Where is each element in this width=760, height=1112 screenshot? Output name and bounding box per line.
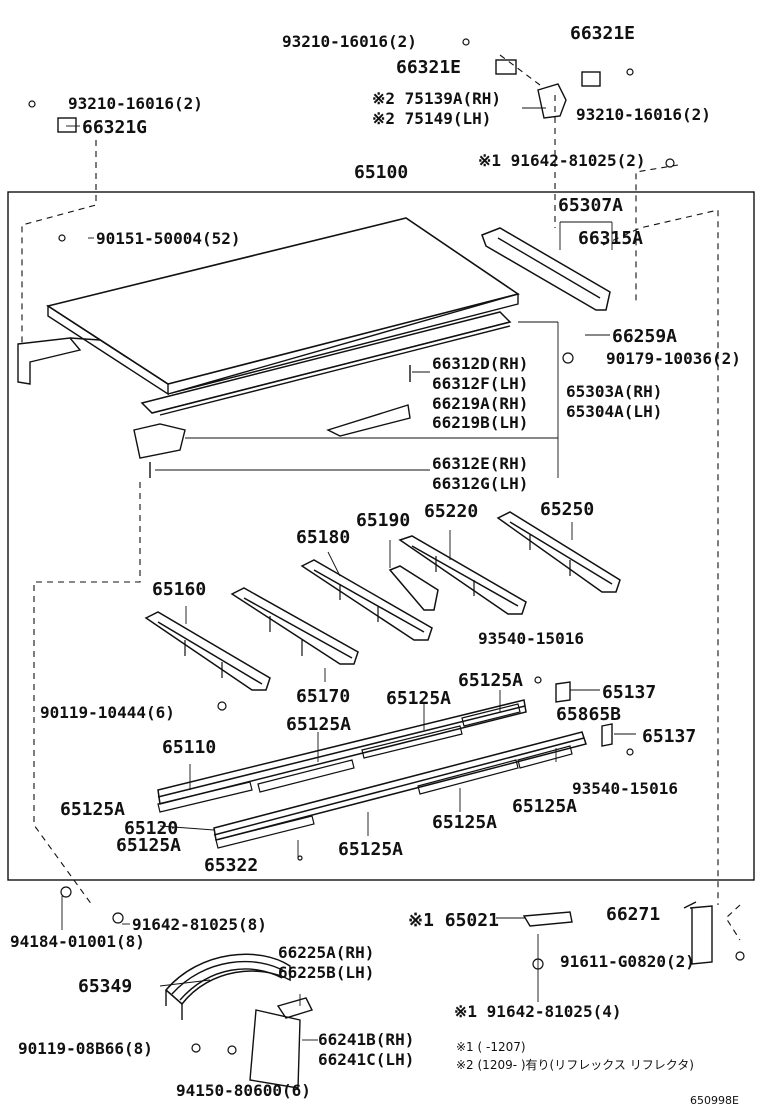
label-93540-15016-a: 93540-15016 <box>478 629 584 648</box>
label-91642-81025-2: ※1 91642-81025(2) <box>478 151 646 170</box>
label-66241C: 66241C(LH) <box>318 1050 415 1069</box>
label-66225B: 66225B(LH) <box>278 963 375 982</box>
label-66259A: 66259A <box>612 326 678 347</box>
label-65125A-6: 65125A <box>432 812 498 833</box>
label-65180: 65180 <box>296 527 351 548</box>
label-65137-2: 65137 <box>642 726 697 747</box>
label-66219A: 66219A(RH) <box>432 394 529 413</box>
label-66312D: 66312D(RH) <box>432 354 529 373</box>
label-66321E-mid: 66321E <box>396 57 462 78</box>
label-75149: ※2 75149(LH) <box>372 109 492 128</box>
label-66321G: 66321G <box>82 117 148 138</box>
label-66312F: 66312F(LH) <box>432 374 529 393</box>
label-66225A: 66225A(RH) <box>278 943 375 962</box>
label-91642-81025-4: ※1 91642-81025(4) <box>454 1002 622 1021</box>
label-66271: 66271 <box>606 904 661 925</box>
diagram-id: 650998E <box>690 1094 739 1107</box>
label-94184-01001: 94184-01001(8) <box>10 932 145 951</box>
label-91611-G0820: 91611-G0820(2) <box>560 952 695 971</box>
label-93210-16016-left: 93210-16016(2) <box>68 94 203 113</box>
label-66219B: 66219B(LH) <box>432 413 529 432</box>
label-94150-80600: 94150-80600(6) <box>176 1081 311 1100</box>
label-65125A-3: 65125A <box>286 714 352 735</box>
label-90119-08B66: 90119-08B66(8) <box>18 1039 153 1058</box>
footnote-1: ※1 ( -1207) <box>456 1040 526 1054</box>
label-90151-50004: 90151-50004(52) <box>96 229 241 248</box>
label-65125A-7: 65125A <box>116 835 182 856</box>
label-93210-16016-right: 93210-16016(2) <box>576 105 711 124</box>
label-65322: 65322 <box>204 855 259 876</box>
label-65125A-4: 65125A <box>60 799 126 820</box>
label-66315A: 66315A <box>578 228 644 249</box>
label-93540-15016-b: 93540-15016 <box>572 779 678 798</box>
label-91642-81025-8: 91642-81025(8) <box>132 915 267 934</box>
footnote-2: ※2 (1209- )有り(リフレックス リフレクタ) <box>456 1058 694 1072</box>
label-90119-10444: 90119-10444(6) <box>40 703 175 722</box>
label-65190: 65190 <box>356 510 411 531</box>
label-65137-1: 65137 <box>602 682 657 703</box>
assembly-frame <box>7 191 755 881</box>
label-66312E: 66312E(RH) <box>432 454 529 473</box>
label-65865B: 65865B <box>556 704 622 725</box>
label-65120: 65120 <box>124 818 179 839</box>
label-66321E-top: 66321E <box>570 23 636 44</box>
label-66312G: 66312G(LH) <box>432 474 529 493</box>
label-65349: 65349 <box>78 976 133 997</box>
label-65250: 65250 <box>540 499 595 520</box>
label-65110: 65110 <box>162 737 217 758</box>
label-90179-10036: 90179-10036(2) <box>606 349 741 368</box>
label-65125A-8: 65125A <box>338 839 404 860</box>
label-75139A: ※2 75139A(RH) <box>372 89 501 108</box>
label-66241B: 66241B(RH) <box>318 1030 415 1049</box>
label-65125A-1: 65125A <box>458 670 524 691</box>
label-65100: 65100 <box>354 162 409 183</box>
label-65170: 65170 <box>296 686 351 707</box>
label-65220: 65220 <box>424 501 479 522</box>
label-65160: 65160 <box>152 579 207 600</box>
label-65304A: 65304A(LH) <box>566 402 663 421</box>
label-93210-16016-top: 93210-16016(2) <box>282 32 417 51</box>
label-65125A-5: 65125A <box>512 796 578 817</box>
label-65021: ※1 65021 <box>408 910 499 931</box>
label-65307A: 65307A <box>558 195 624 216</box>
label-65125A-2: 65125A <box>386 688 452 709</box>
label-65303A: 65303A(RH) <box>566 382 663 401</box>
